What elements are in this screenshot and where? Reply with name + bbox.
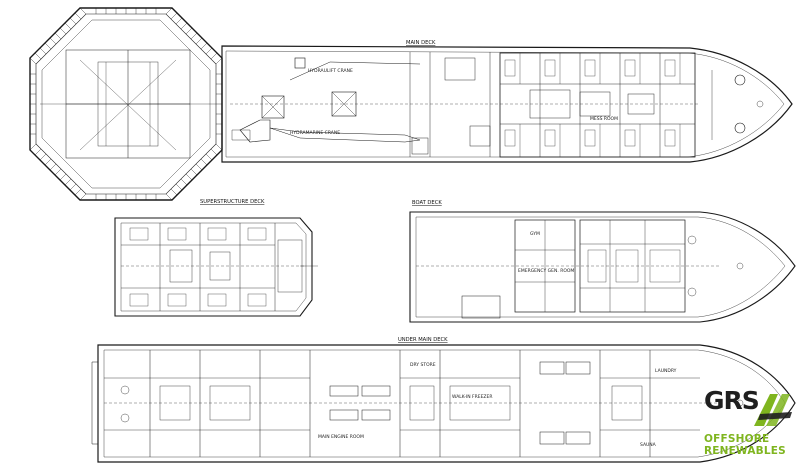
- main-engine-room-label: MAIN ENGINE ROOM: [318, 434, 364, 440]
- boat-deck-plan: [409, 211, 796, 323]
- logo-line-renewables: RENEWABLES: [704, 445, 786, 457]
- main-deck-title: MAIN DECK: [406, 40, 436, 46]
- gym-label: GYM: [530, 231, 540, 237]
- walk-in-freezer-label: WALK-IN FREEZER: [452, 394, 492, 400]
- main-deck-plan: [29, 7, 793, 201]
- under-main-deck-title: UNDER MAIN DECK: [398, 337, 448, 343]
- boat-deck-title: BOAT DECK: [412, 200, 442, 206]
- mess-room-label: MESS ROOM: [590, 116, 618, 122]
- logo-brand: GRS: [704, 386, 760, 415]
- superstructure-deck-title: SUPERSTRUCTURE DECK: [200, 199, 265, 205]
- grs-logo: GRS OFFSHORE RENEWABLES: [700, 386, 798, 466]
- hydramarine-crane-label: HYDRAMARINE CRANE: [290, 130, 340, 136]
- logo-line-offshore: OFFSHORE: [704, 433, 770, 445]
- emergency-generator-room-label: EMERGENCY GEN. ROOM: [518, 268, 574, 274]
- superstructure-deck-plan: [114, 217, 318, 317]
- turbine-blade-icon: [754, 394, 792, 426]
- under-main-deck-plan: [91, 344, 796, 463]
- dry-store-label: DRY STORE: [410, 362, 436, 368]
- laundry-label: LAUNDRY: [655, 368, 677, 374]
- hydraulift-crane-label: HYDRAULIFT CRANE: [308, 68, 353, 74]
- sauna-label: SAUNA: [640, 442, 657, 448]
